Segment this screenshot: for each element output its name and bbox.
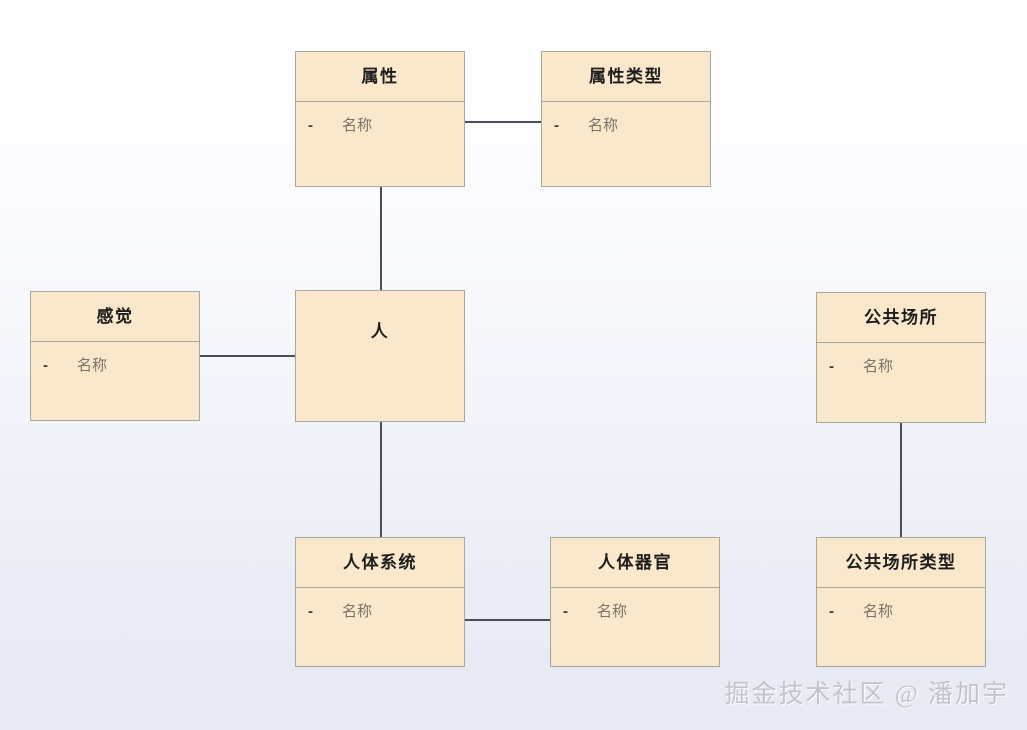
attribute-visibility-icon: -	[829, 358, 834, 375]
class-name-public-place: 公共场所	[817, 293, 985, 343]
attribute-row[interactable]: - 名称	[817, 600, 985, 621]
class-attributes-attribute: - 名称	[296, 102, 464, 186]
attribute-row[interactable]: - 名称	[817, 355, 985, 376]
class-name-person: 人	[296, 291, 464, 421]
class-attributes-sense: - 名称	[31, 342, 199, 420]
attribute-name: 名称	[597, 603, 628, 620]
attribute-visibility-icon: -	[308, 603, 313, 620]
connector-public-place-to-type[interactable]	[900, 422, 902, 538]
uml-class-attribute-type[interactable]: 属性类型 - 名称	[541, 51, 711, 187]
class-name-public-place-type: 公共场所类型	[817, 538, 985, 588]
uml-class-sense[interactable]: 感觉 - 名称	[30, 291, 200, 421]
connector-attribute-to-attribute-type[interactable]	[464, 121, 542, 123]
attribute-row[interactable]: - 名称	[551, 600, 719, 621]
attribute-row[interactable]: - 名称	[296, 114, 464, 135]
attribute-visibility-icon: -	[563, 603, 568, 620]
attribute-name: 名称	[863, 603, 894, 620]
uml-class-attribute[interactable]: 属性 - 名称	[295, 51, 465, 187]
uml-class-public-place[interactable]: 公共场所 - 名称	[816, 292, 986, 423]
uml-class-public-place-type[interactable]: 公共场所类型 - 名称	[816, 537, 986, 667]
attribute-name: 名称	[77, 357, 108, 374]
attribute-name: 名称	[342, 117, 373, 134]
class-name-body-organ: 人体器官	[551, 538, 719, 588]
uml-class-person[interactable]: 人	[295, 290, 465, 422]
connector-person-to-body-system[interactable]	[380, 421, 382, 538]
connector-sense-to-person[interactable]	[199, 355, 296, 357]
class-attributes-body-system: - 名称	[296, 588, 464, 666]
class-name-attribute-type: 属性类型	[542, 52, 710, 102]
class-name-sense: 感觉	[31, 292, 199, 342]
attribute-name: 名称	[588, 117, 619, 134]
watermark: 掘金技术社区 @ 潘加宇	[724, 681, 1009, 708]
attribute-name: 名称	[863, 358, 894, 375]
class-name-body-system: 人体系统	[296, 538, 464, 588]
connector-body-system-to-body-organ[interactable]	[464, 619, 551, 621]
attribute-row[interactable]: - 名称	[296, 600, 464, 621]
attribute-row[interactable]: - 名称	[31, 354, 199, 375]
class-attributes-public-place: - 名称	[817, 343, 985, 422]
uml-class-body-system[interactable]: 人体系统 - 名称	[295, 537, 465, 667]
class-name-attribute: 属性	[296, 52, 464, 102]
attribute-visibility-icon: -	[43, 357, 48, 374]
class-attributes-public-place-type: - 名称	[817, 588, 985, 666]
attribute-name: 名称	[342, 603, 373, 620]
attribute-visibility-icon: -	[829, 603, 834, 620]
class-attributes-body-organ: - 名称	[551, 588, 719, 666]
class-attributes-attribute-type: - 名称	[542, 102, 710, 186]
attribute-row[interactable]: - 名称	[542, 114, 710, 135]
attribute-visibility-icon: -	[308, 117, 313, 134]
connector-attribute-to-person[interactable]	[380, 186, 382, 291]
uml-class-body-organ[interactable]: 人体器官 - 名称	[550, 537, 720, 667]
attribute-visibility-icon: -	[554, 117, 559, 134]
